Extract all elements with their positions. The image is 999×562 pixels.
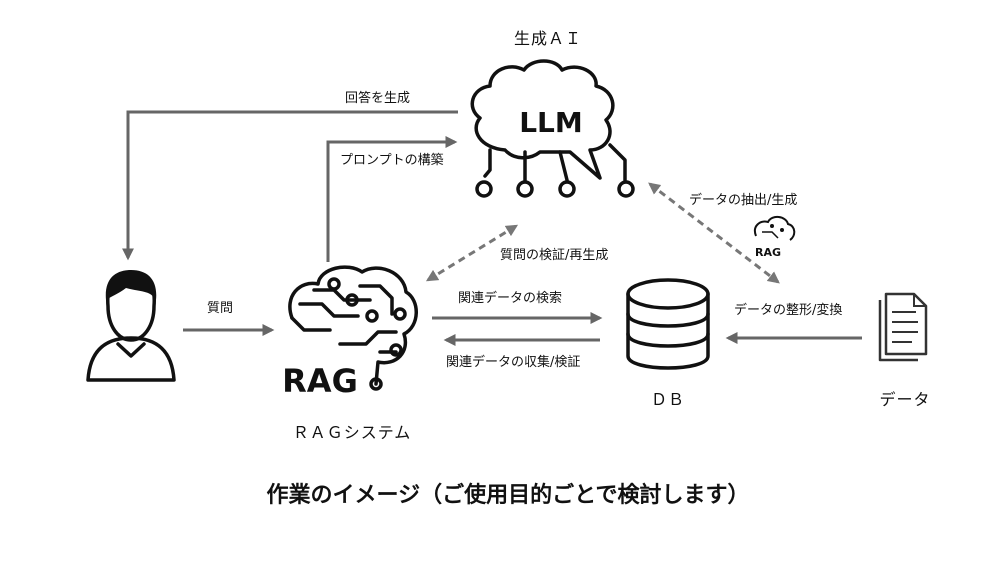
label-collect: 関連データの収集/検証 (446, 354, 580, 370)
user-icon (86, 270, 176, 382)
llm-icon-text: LLM (519, 106, 583, 139)
label-question: 質問 (207, 301, 233, 316)
llm-brain-icon: LLM (470, 59, 635, 198)
llm-title: 生成ＡＩ (514, 29, 582, 48)
label-verify: 質問の検証/再生成 (500, 248, 608, 263)
arrow-extract (648, 182, 780, 284)
arrow-prompt (326, 136, 458, 262)
db-label: ＤＢ (651, 390, 685, 409)
arrow-answer (122, 110, 458, 261)
arrow-verify (425, 224, 519, 282)
document-icon (878, 292, 928, 362)
small-rag-icon: RAG (754, 216, 796, 259)
rag-icon-text: RAG (282, 362, 358, 400)
small-rag-text: RAG (755, 246, 781, 259)
diagram-caption: 作業のイメージ（ご使用目的ごとで検討します） (267, 482, 750, 508)
label-extract: データの抽出/生成 (689, 192, 797, 208)
rag-system-label: ＲＡＧシステム (293, 423, 412, 442)
data-label: データ (879, 390, 930, 409)
label-search: 関連データの検索 (458, 290, 562, 306)
label-prompt: プロンプトの構築 (340, 153, 444, 168)
label-answer: 回答を生成 (345, 90, 410, 106)
label-format: データの整形/変換 (734, 302, 842, 318)
database-icon (626, 278, 710, 370)
rag-brain-icon: RAG (282, 265, 418, 400)
